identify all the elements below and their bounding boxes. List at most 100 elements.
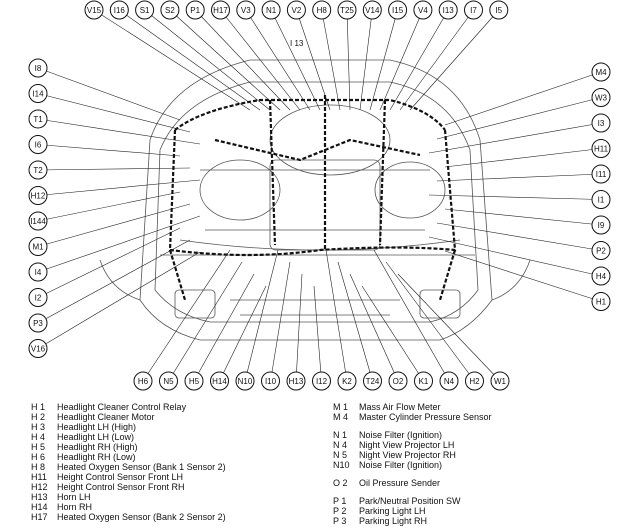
legend-text: Noise Filter (Ignition) — [359, 460, 443, 470]
legend-code: H 6 — [31, 452, 46, 462]
leader-line-h14 — [219, 285, 267, 382]
leader-line-i10 — [270, 261, 291, 382]
legend-text: Parking Light RH — [359, 516, 428, 526]
connector-label: H17 — [213, 6, 228, 15]
connector-label: H6 — [138, 377, 149, 386]
connector-label: P2 — [596, 247, 606, 256]
connector-h12: H12 — [28, 186, 48, 205]
leader-line-h13 — [295, 273, 303, 382]
leader-line-m4 — [444, 71, 602, 126]
legend-text: Noise Filter (Ignition) — [359, 430, 443, 440]
connector-i9: I9 — [591, 215, 611, 235]
leader-lines — [37, 9, 602, 382]
connector-label: I144 — [30, 217, 46, 226]
connector-label: M1 — [32, 243, 44, 252]
connector-label: H2 — [469, 377, 480, 386]
leader-line-i9 — [444, 208, 602, 226]
connector-label: N10 — [238, 377, 253, 386]
leader-line-i5 — [409, 9, 500, 111]
legend-code: N 1 — [333, 430, 348, 440]
legend-text: Headlight LH (Low) — [57, 432, 135, 442]
connector-label: K2 — [342, 377, 352, 386]
connector-h2: H2 — [465, 371, 484, 391]
legend-code: M 1 — [333, 402, 349, 412]
connector-h11: H11 — [591, 139, 611, 158]
legend-code: N 5 — [333, 450, 348, 460]
leader-line-n5 — [168, 261, 243, 382]
connector-p1: P1 — [185, 0, 205, 20]
leader-line-m1 — [37, 203, 191, 247]
connector-i1: I1 — [591, 190, 611, 209]
connector-label: I2 — [35, 294, 42, 303]
connector-i144: I144 — [28, 211, 48, 231]
connector-label: I11 — [596, 170, 607, 179]
connector-label: O2 — [393, 377, 404, 386]
connector-i4: I4 — [28, 262, 48, 282]
leader-line-i1 — [428, 194, 602, 200]
legend-code: H 8 — [31, 462, 46, 472]
leader-line-i7 — [399, 9, 474, 111]
leader-line-i13 — [389, 9, 449, 111]
connector-t1: T1 — [28, 109, 48, 129]
connector-o2: O2 — [388, 371, 408, 391]
leader-line-i3 — [428, 122, 602, 154]
leader-line-h17 — [220, 9, 301, 111]
connector-v16: V16 — [28, 339, 48, 358]
legend-text: Heated Oxygen Sensor (Bank 1 Sensor 2) — [57, 462, 226, 472]
leader-line-h6 — [142, 249, 231, 382]
legend-code: O 2 — [333, 478, 348, 488]
connector-i13: I13 — [438, 0, 458, 20]
connector-label: S1 — [140, 6, 150, 15]
legend-item: H 8 Heated Oxygen Sensor (Bank 1 Sensor 2… — [31, 462, 226, 472]
leader-line-k2 — [325, 249, 348, 382]
connector-i16: I16 — [109, 0, 129, 20]
connector-i8: I8 — [28, 58, 48, 78]
connector-h5: H5 — [184, 371, 204, 391]
leader-line-v2 — [296, 9, 331, 111]
legend-code: H 2 — [31, 412, 46, 422]
connector-label: I7 — [470, 6, 477, 15]
leader-line-v14 — [359, 9, 373, 111]
legend-item: O 2 Oil Pressure Sender — [333, 478, 492, 488]
connector-label: I14 — [32, 90, 44, 99]
legend-code: H 5 — [31, 442, 46, 452]
legend-text: Height Control Sensor Front LH — [57, 472, 184, 482]
connector-v3: V3 — [236, 0, 256, 20]
connector-label: T25 — [340, 6, 354, 15]
connector-label: H13 — [289, 377, 304, 386]
connector-label: I6 — [35, 141, 42, 150]
legend-text: Oil Pressure Sender — [359, 478, 441, 488]
connector-n5: N5 — [159, 371, 178, 391]
leader-line-n10 — [244, 249, 279, 382]
connector-label: W1 — [494, 377, 507, 386]
legend-code: M 4 — [333, 412, 349, 422]
connector-label: P3 — [33, 319, 43, 328]
connector-t24: T24 — [363, 371, 382, 391]
connector-w1: W1 — [490, 371, 510, 391]
connector-s2: S2 — [160, 0, 180, 20]
connector-label: I10 — [265, 377, 277, 386]
connector-label: V15 — [87, 6, 102, 15]
connector-label: V2 — [292, 6, 302, 15]
leader-line-i4 — [37, 215, 201, 273]
leader-line-v16 — [37, 251, 201, 349]
connector-label: V14 — [365, 6, 380, 15]
legend-text: Heated Oxygen Sensor (Bank 2 Sensor 2) — [57, 512, 226, 522]
legend-text: Night View Projector LH — [359, 440, 455, 450]
legend-text: Headlight Cleaner Control Relay — [57, 402, 187, 412]
connector-i14: I14 — [28, 84, 48, 103]
legend-item — [333, 422, 492, 430]
connector-h13: H13 — [286, 371, 306, 391]
legend-text: Horn RH — [57, 502, 93, 512]
leader-line-p1 — [194, 9, 291, 111]
connector-n1: N1 — [261, 0, 281, 20]
connector-label: I15 — [392, 6, 404, 15]
connector-i6: I6 — [28, 135, 48, 154]
